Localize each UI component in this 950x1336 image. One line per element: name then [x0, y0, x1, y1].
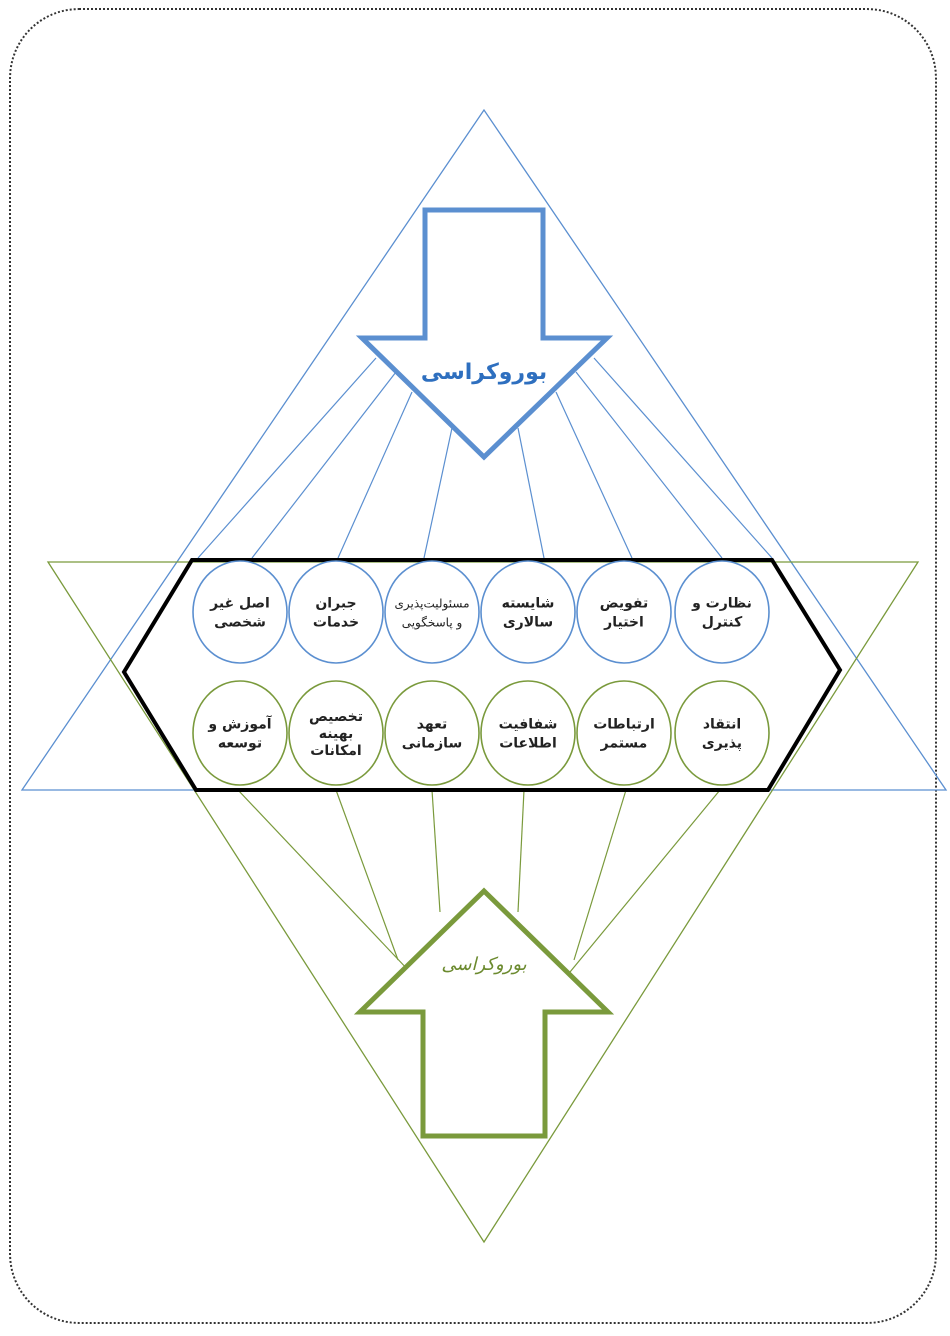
top-principle-node: نظارت و کنترل: [674, 560, 770, 664]
bottom-principle-node: تعهد سازمانی: [384, 680, 480, 786]
bottom-principle-label: شفافیت: [499, 717, 558, 733]
top-principle-node: اصل غیر شخصی: [192, 560, 288, 664]
bottom-principle-label: توسعه: [218, 736, 262, 752]
top-row-principles: نظارت و کنترل تفویض اختیار شایسته سالاری مسئول…: [192, 560, 770, 664]
top-principle-label: شخصی: [214, 615, 266, 631]
central-hexagon: [121, 558, 843, 792]
bottom-principle-label: انتقاد: [703, 717, 741, 733]
top-principle-label: جبران: [315, 596, 356, 612]
bottom-principle-label: امکانات: [310, 743, 361, 759]
bottom-principle-label: تعهد: [417, 717, 448, 733]
top-principle-label: نظارت و: [691, 596, 752, 612]
top-principle-circle: [192, 560, 288, 664]
top-principle-circle: [384, 560, 480, 664]
top-principle-circle: [674, 560, 770, 664]
top-principle-circle: [576, 560, 672, 664]
bottom-principle-label: اطلاعات: [499, 736, 557, 752]
top-arrow-label: بوروکراسی: [421, 360, 547, 385]
bottom-principle-node: انتقاد پذیری: [674, 680, 770, 786]
bottom-principle-circle: [288, 680, 384, 786]
bottom-principle-label: ارتباطات: [593, 717, 655, 733]
top-principle-node: تفویض اختیار: [576, 560, 672, 664]
bottom-principle-label: پذیری: [702, 736, 742, 752]
top-principle-circle: [480, 560, 576, 664]
top-principle-node: جبران خدمات: [288, 560, 384, 664]
bottom-arrow-label: بوروکراسی: [441, 954, 526, 975]
top-principle-circle: [288, 560, 384, 664]
top-principle-label: سالاری: [503, 615, 553, 631]
bottom-principle-node: شفافیت اطلاعات: [480, 680, 576, 786]
top-principle-label: تفویض: [600, 596, 648, 612]
top-principle-node: شایسته سالاری: [480, 560, 576, 664]
top-principle-label: اصل غیر: [209, 596, 270, 612]
blue-connector-lines: [197, 357, 773, 559]
bottom-principle-node: آموزش و توسعه: [192, 680, 288, 786]
top-down-arrow: [355, 207, 614, 461]
top-principle-label: مسئولیت‌پذیری: [394, 597, 469, 612]
top-principle-label: کنترل: [702, 615, 743, 631]
bottom-principle-circle: [480, 680, 576, 786]
green-connector-lines: [237, 789, 721, 973]
bottom-principle-label: تخصیص: [309, 709, 363, 725]
bottom-principle-circle: [674, 680, 770, 786]
bottom-principle-label: مستمر: [600, 736, 648, 752]
bottom-principle-circle: [192, 680, 288, 786]
top-principle-label: و پاسخگویی: [402, 616, 463, 631]
bottom-principle-label: آموزش و: [207, 715, 272, 733]
top-principle-node: مسئولیت‌پذیری و پاسخگویی: [384, 560, 480, 664]
bottom-principle-node: ارتباطات مستمر: [576, 680, 672, 786]
dotted-rounded-frame: [9, 8, 937, 1324]
bottom-up-arrow: [353, 887, 615, 1139]
bottom-principle-label: سازمانی: [402, 736, 462, 752]
bottom-row-principles: انتقاد پذیری ارتباطات مستمر شفافیت اطلاعات تعه…: [192, 680, 770, 786]
top-principle-label: شایسته: [502, 596, 555, 612]
bottom-principle-label: بهینه: [319, 726, 353, 742]
top-principle-label: خدمات: [313, 615, 359, 631]
bottom-principle-circle: [576, 680, 672, 786]
bottom-principle-circle: [384, 680, 480, 786]
top-principle-label: اختیار: [603, 615, 644, 631]
